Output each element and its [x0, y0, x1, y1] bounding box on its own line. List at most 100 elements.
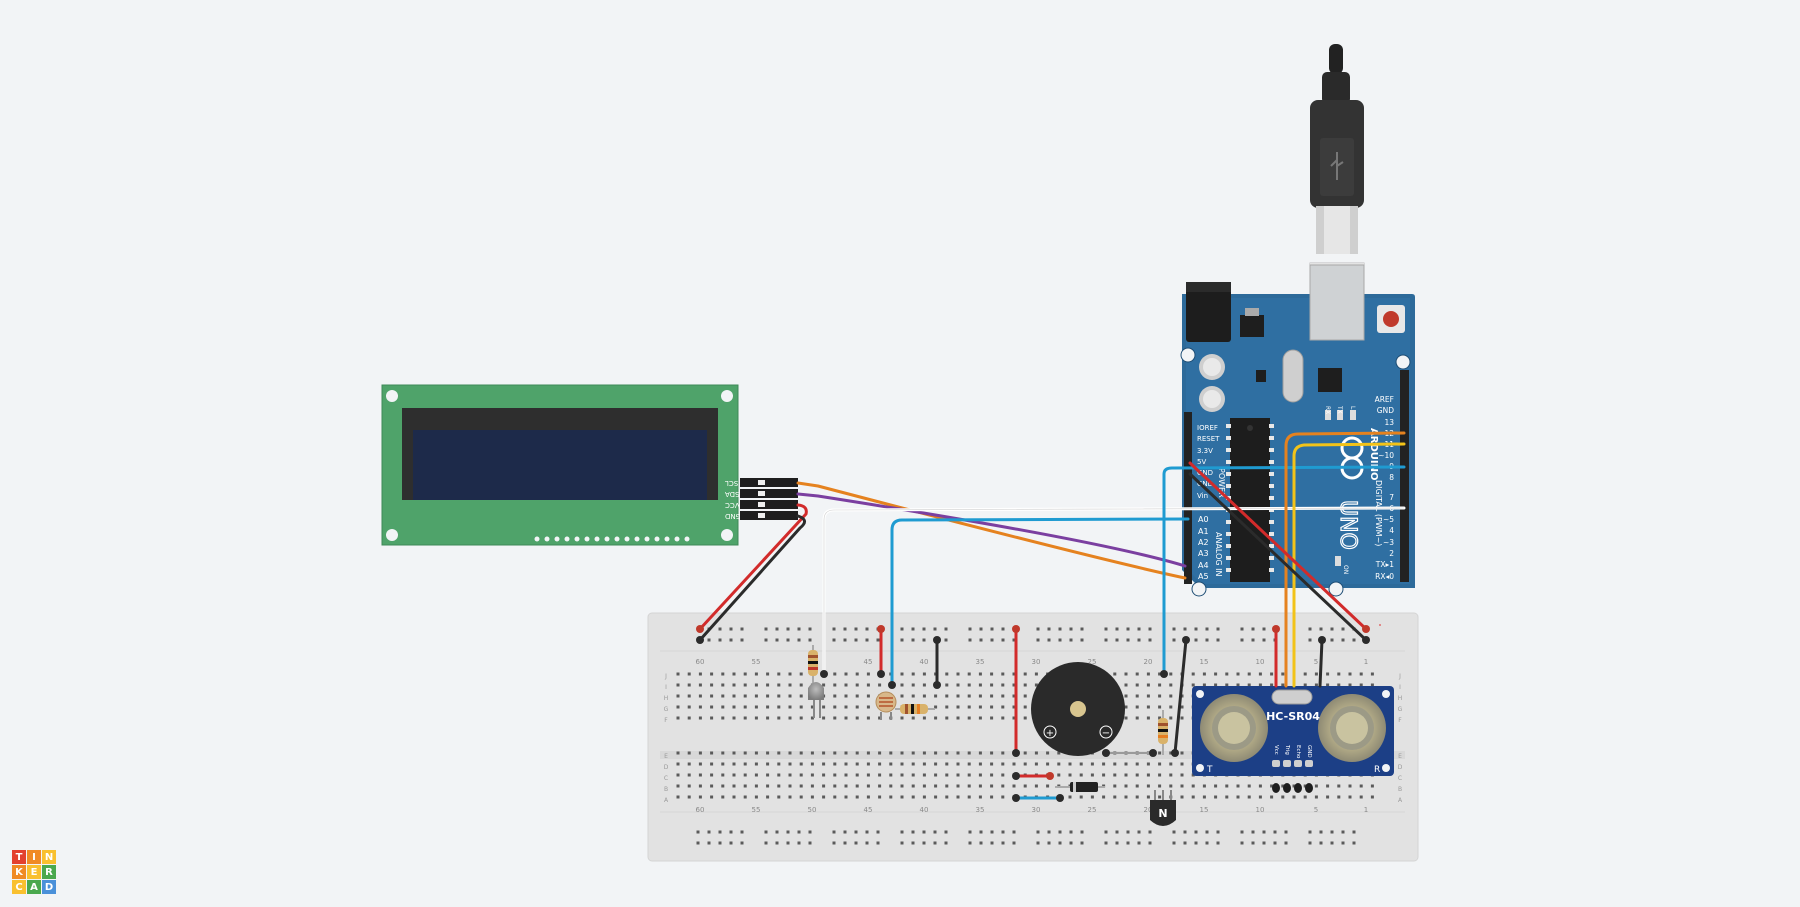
resistor-ldr[interactable]: [895, 704, 935, 714]
svg-text:VCC: VCC: [725, 501, 740, 509]
svg-text:5: 5: [1314, 658, 1318, 666]
svg-text:SDA: SDA: [725, 490, 740, 498]
svg-text:A: A: [664, 797, 669, 804]
logo-letter: E: [27, 865, 41, 879]
rx-led-label: RX: [1324, 406, 1331, 414]
svg-text:A5: A5: [1198, 572, 1209, 581]
led-gray[interactable]: [808, 682, 824, 718]
svg-text:A3: A3: [1198, 549, 1209, 558]
npn-transistor[interactable]: N: [1150, 790, 1176, 826]
svg-text:4: 4: [1389, 526, 1394, 535]
svg-text:C: C: [664, 775, 668, 782]
svg-text:40: 40: [920, 658, 929, 666]
lcd-screen: [413, 430, 707, 500]
svg-text:55: 55: [752, 658, 761, 666]
sensor-model-label: HC-SR04: [1266, 710, 1320, 723]
on-led-label: ON: [1342, 565, 1349, 574]
svg-text:J: J: [664, 673, 667, 680]
logo-letter: N: [42, 850, 56, 864]
tinkercad-logo: T I N K E R C A D: [12, 850, 57, 895]
wire-lcd-vcc[interactable]: [698, 503, 808, 631]
wire-lcd-gnd[interactable]: [698, 514, 806, 642]
svg-text:10: 10: [1256, 806, 1265, 814]
analog-pin-labels: A0 A1 A2 A3 A4 A5: [1198, 515, 1209, 581]
wire-5v[interactable]: [1188, 461, 1368, 631]
svg-text:RESET: RESET: [1197, 435, 1220, 443]
svg-text:I: I: [665, 684, 667, 691]
resistor-transistor[interactable]: [1158, 710, 1168, 755]
l-led-label: L: [1349, 406, 1356, 410]
svg-text:35: 35: [976, 806, 985, 814]
svg-text:RX◂0: RX◂0: [1375, 572, 1394, 581]
wire-lcd-scl[interactable]: [796, 481, 1187, 580]
logo-letter: D: [42, 880, 56, 894]
svg-text:60: 60: [696, 658, 705, 666]
svg-text:E: E: [1398, 753, 1402, 760]
svg-text:15: 15: [1200, 806, 1209, 814]
logo-letter: R: [42, 865, 56, 879]
wire-gnd[interactable]: [1188, 472, 1368, 642]
logo-letter: A: [27, 880, 41, 894]
wire-endpoints: [696, 625, 1370, 802]
lcd-16x2-i2c[interactable]: SCL SDA VCC GND: [381, 384, 798, 546]
wire-ldr-a0[interactable]: [890, 517, 1190, 687]
svg-text:C: C: [1398, 775, 1402, 782]
svg-text:~10: ~10: [1378, 451, 1394, 460]
hc-sr04-ultrasonic-sensor[interactable]: HC-SR04 Vcc Trig Echo GND T R: [1192, 686, 1394, 793]
arduino-brand-text: ARDUINO: [1368, 428, 1379, 480]
svg-text:A: A: [1398, 797, 1403, 804]
digital-pwm-label: DIGITAL (PWM~): [1374, 480, 1383, 546]
svg-text:B: B: [664, 786, 668, 793]
wire-buzzer-pin9[interactable]: [1162, 465, 1406, 676]
svg-text:H: H: [1398, 695, 1403, 702]
svg-text:15: 15: [1200, 658, 1209, 666]
svg-text:A1: A1: [1198, 527, 1209, 536]
lcd-pin-labels: SCL SDA VCC GND: [725, 479, 741, 520]
analog-in-label: ANALOG IN: [1214, 532, 1223, 577]
logo-letter: C: [12, 880, 26, 894]
svg-text:GND: GND: [1306, 745, 1312, 758]
svg-text:13: 13: [1384, 418, 1394, 427]
svg-text:50: 50: [808, 806, 817, 814]
buzzer-plus-label: +: [1046, 728, 1054, 739]
wire-us-gnd[interactable]: [1318, 638, 1324, 688]
svg-text:60: 60: [696, 806, 705, 814]
svg-text:D: D: [1398, 764, 1403, 771]
power-header-labels: IOREF RESET 3.3V 5V GND GND Vin: [1197, 424, 1220, 500]
breadboard-column-numbers-bottom: 60 55 50 45 40 35 30 25 20 15 10 5 1: [696, 806, 1369, 814]
wire-lcd-sda[interactable]: [796, 492, 1187, 568]
logo-letter: K: [12, 865, 26, 879]
svg-text:Echo: Echo: [1295, 745, 1301, 759]
svg-text:30: 30: [1032, 806, 1041, 814]
diode[interactable]: [1055, 782, 1105, 792]
svg-text:J: J: [1398, 673, 1401, 680]
wire-echo[interactable]: [1292, 442, 1406, 688]
svg-text:GND: GND: [1377, 406, 1394, 415]
svg-text:B: B: [1398, 786, 1402, 793]
svg-text:E: E: [664, 753, 668, 760]
resistor-led[interactable]: [808, 645, 818, 690]
arduino-uno-board[interactable]: RX TX L ON ARDUINO UNO IOREF RESET 3.3V …: [1180, 264, 1415, 597]
svg-text:25: 25: [1088, 658, 1097, 666]
svg-text:GND: GND: [1197, 469, 1213, 477]
svg-text:40: 40: [920, 806, 929, 814]
breadboard-column-numbers: 60 55 50 45 40 35 30 25 20 15 10 5 1: [696, 658, 1369, 666]
svg-text:7: 7: [1389, 493, 1394, 502]
svg-text:55: 55: [752, 806, 761, 814]
svg-text:~3: ~3: [1383, 538, 1394, 547]
svg-text:G: G: [664, 706, 669, 713]
piezo-buzzer[interactable]: + −: [1031, 662, 1125, 756]
wire-trig[interactable]: [1284, 431, 1406, 688]
breadboard-row-letters: J I H G F E D C B A J I H G F E D C B A: [664, 673, 1403, 804]
svg-text:G: G: [1398, 706, 1403, 713]
svg-text:1: 1: [1364, 658, 1368, 666]
svg-text:A2: A2: [1198, 538, 1209, 547]
wires[interactable]: [698, 431, 1406, 800]
sensor-tag-r: R: [1374, 765, 1380, 775]
lcd-header-pins[interactable]: [740, 478, 798, 520]
photoresistor[interactable]: [875, 691, 897, 720]
svg-text:Vcc: Vcc: [1273, 745, 1279, 755]
svg-text:A0: A0: [1198, 515, 1209, 524]
svg-text:GND: GND: [725, 512, 741, 520]
